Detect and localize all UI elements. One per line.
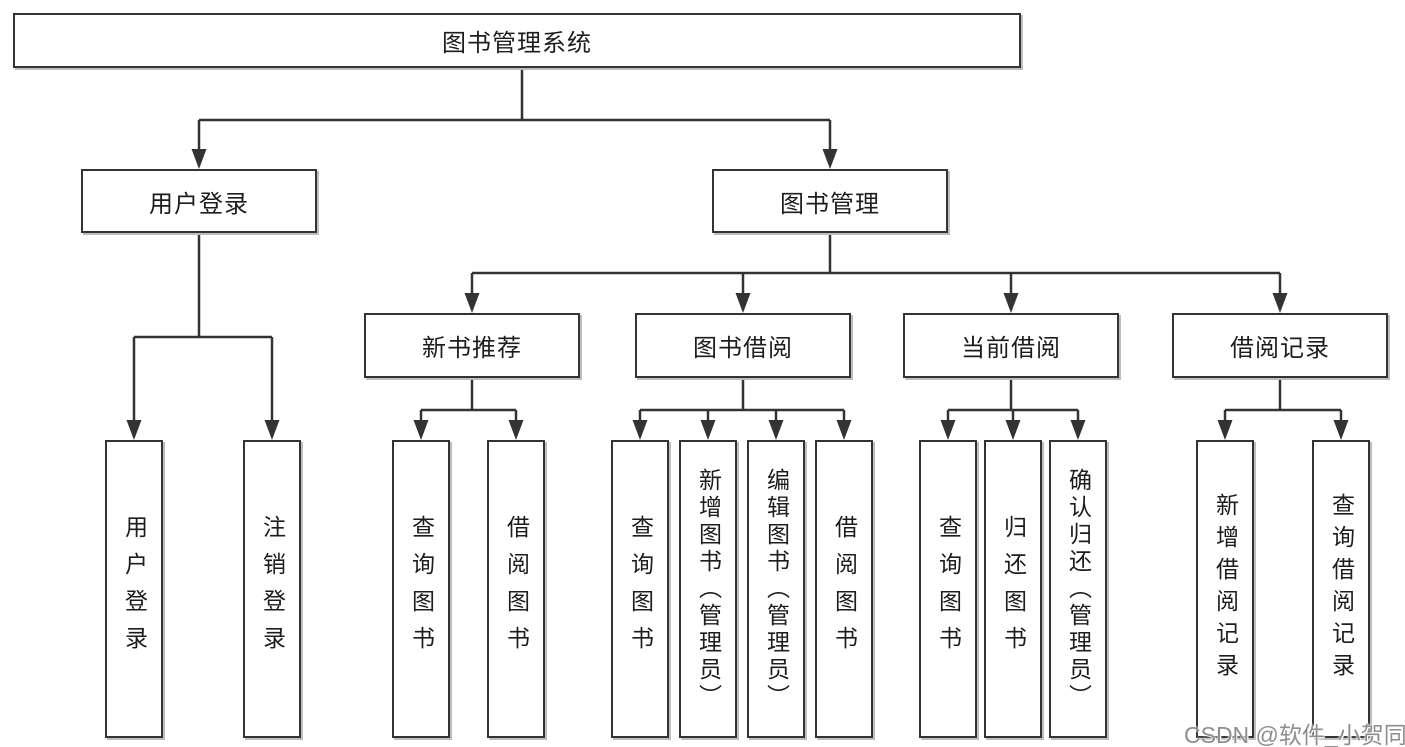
leaf-add-books-admin: 新增图书（管理员） xyxy=(679,440,737,738)
csdn-watermark: CSDN @软件_小贺同学 xyxy=(1184,722,1405,747)
leaf-borrow-books-recommend-label: 借阅图书 xyxy=(503,515,530,663)
leaf-return-books-label: 归还图书 xyxy=(1000,515,1027,663)
leaf-logout-label: 注销登录 xyxy=(259,515,286,663)
node-new-book-recommend-label: 新书推荐 xyxy=(422,335,522,362)
node-current-borrow-label: 当前借阅 xyxy=(961,335,1061,362)
leaf-user-login: 用户登录 xyxy=(105,440,163,738)
node-borrow-records: 借阅记录 xyxy=(1172,313,1388,378)
arrowheads xyxy=(126,149,1349,440)
leaf-confirm-return-admin: 确认归还（管理员） xyxy=(1049,440,1107,738)
leaf-add-books-admin-label: 新增图书（管理员） xyxy=(695,467,722,711)
node-borrow-records-label: 借阅记录 xyxy=(1230,335,1330,362)
leaf-edit-books-admin: 编辑图书（管理员） xyxy=(747,440,805,738)
leaf-user-login-label: 用户登录 xyxy=(121,515,148,663)
node-new-book-recommend: 新书推荐 xyxy=(364,313,580,378)
leaf-add-borrow-record: 新增借阅记录 xyxy=(1196,440,1254,738)
node-root-label: 图书管理系统 xyxy=(442,30,592,57)
leaf-query-books-borrow: 查询图书 xyxy=(611,440,669,738)
leaf-edit-books-admin-label: 编辑图书（管理员） xyxy=(763,467,790,711)
node-book-borrow: 图书借阅 xyxy=(635,313,851,378)
node-book-borrow-label: 图书借阅 xyxy=(693,335,793,362)
leaf-query-books-current: 查询图书 xyxy=(919,440,977,738)
leaf-query-books-recommend: 查询图书 xyxy=(392,440,450,738)
leaf-query-books-recommend-label: 查询图书 xyxy=(408,515,435,663)
leaf-query-books-current-label: 查询图书 xyxy=(935,515,962,663)
leaf-return-books: 归还图书 xyxy=(984,440,1042,738)
leaf-borrow-books-label: 借阅图书 xyxy=(831,515,858,663)
node-book-management-label: 图书管理 xyxy=(780,190,880,218)
leaf-query-borrow-record: 查询借阅记录 xyxy=(1312,440,1370,738)
leaf-query-books-borrow-label: 查询图书 xyxy=(627,515,654,663)
node-user-login-label: 用户登录 xyxy=(149,190,249,218)
node-user-login: 用户登录 xyxy=(81,169,317,233)
node-root-system: 图书管理系统 xyxy=(13,13,1021,68)
leaf-add-borrow-record-label: 新增借阅记录 xyxy=(1212,493,1239,685)
node-book-management: 图书管理 xyxy=(712,169,948,233)
leaf-confirm-return-admin-label: 确认归还（管理员） xyxy=(1065,467,1092,711)
leaf-logout: 注销登录 xyxy=(243,440,301,738)
leaf-borrow-books-recommend: 借阅图书 xyxy=(487,440,545,738)
node-current-borrow: 当前借阅 xyxy=(903,313,1119,378)
leaf-query-borrow-record-label: 查询借阅记录 xyxy=(1328,493,1355,685)
leaf-borrow-books: 借阅图书 xyxy=(815,440,873,738)
